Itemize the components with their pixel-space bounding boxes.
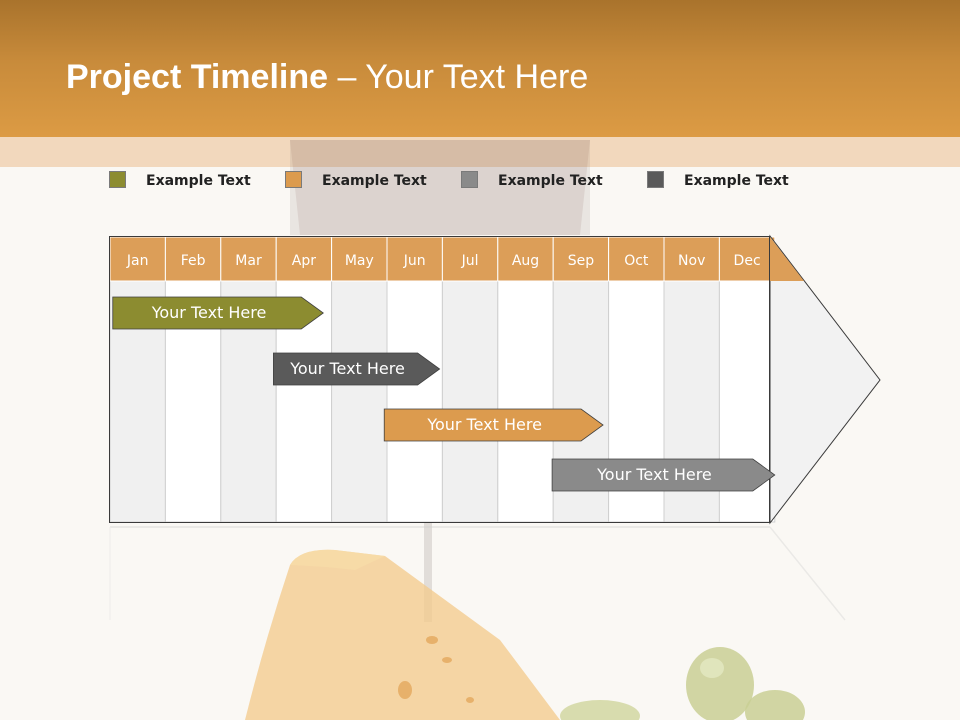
task-bar-shape-2 [273,352,441,386]
header-band [0,137,960,167]
legend-swatch-3 [461,171,478,188]
month-label-jan: Jan [126,253,149,269]
month-header-may [331,236,388,282]
task-bar-3: Your Text Here [383,408,604,442]
month-band-arrow-tip [770,237,804,281]
month-header-apr [275,236,333,282]
task-bar-label-3: Your Text Here [426,415,542,434]
timeline-reflection [109,526,846,621]
month-header-jul [441,236,499,282]
task-bar-label-1: Your Text Here [151,303,267,322]
month-label-oct: Oct [624,253,649,269]
month-label-sep: Sep [568,253,595,269]
month-labels: Jan Feb Mar Apr May Jun Jul Aug Sep Oct Nov Dec [126,253,761,269]
month-column-jun [386,280,443,523]
month-header-jan [109,236,166,282]
month-label-jun: Jun [403,253,426,269]
task-bar-shape-1 [112,296,324,330]
header-bar [0,0,960,137]
month-column-jul [441,280,499,523]
month-column-aug [497,280,554,523]
month-label-apr: Apr [292,253,316,269]
task-bar-shape-4 [551,458,776,492]
task-bar-label-4: Your Text Here [596,465,712,484]
legend-swatch-2 [285,171,302,188]
legend-label-1: Example Text [146,173,251,189]
task-bar-shape-3 [383,408,604,442]
month-label-aug: Aug [512,253,539,269]
month-header-jun [386,236,443,282]
legend-swatch-1 [109,171,126,188]
month-header-mar [220,236,277,282]
legend-label-3: Example Text [498,173,603,189]
month-label-jul: Jul [461,253,479,269]
month-header-feb [164,236,222,282]
legend-swatch-4 [647,171,664,188]
month-label-nov: Nov [678,253,705,269]
task-bar-4: Your Text Here [551,458,776,492]
month-label-feb: Feb [181,253,206,269]
month-label-mar: Mar [235,253,262,269]
month-header-oct [608,236,665,282]
month-column-may [331,280,388,523]
title-rest: – Your Text Here [328,58,589,96]
month-label-dec: Dec [734,253,761,269]
task-bar-label-2: Your Text Here [289,359,405,378]
legend-label-4: Example Text [684,173,789,189]
title-bold: Project Timeline [66,58,329,96]
page-title: Project Timeline – Your Text Here [66,58,588,97]
task-bar-2: Your Text Here [273,352,441,386]
month-label-may: May [345,253,374,269]
legend-label-2: Example Text [322,173,427,189]
timeline-frame [109,236,770,523]
task-bar-1: Your Text Here [112,296,324,330]
